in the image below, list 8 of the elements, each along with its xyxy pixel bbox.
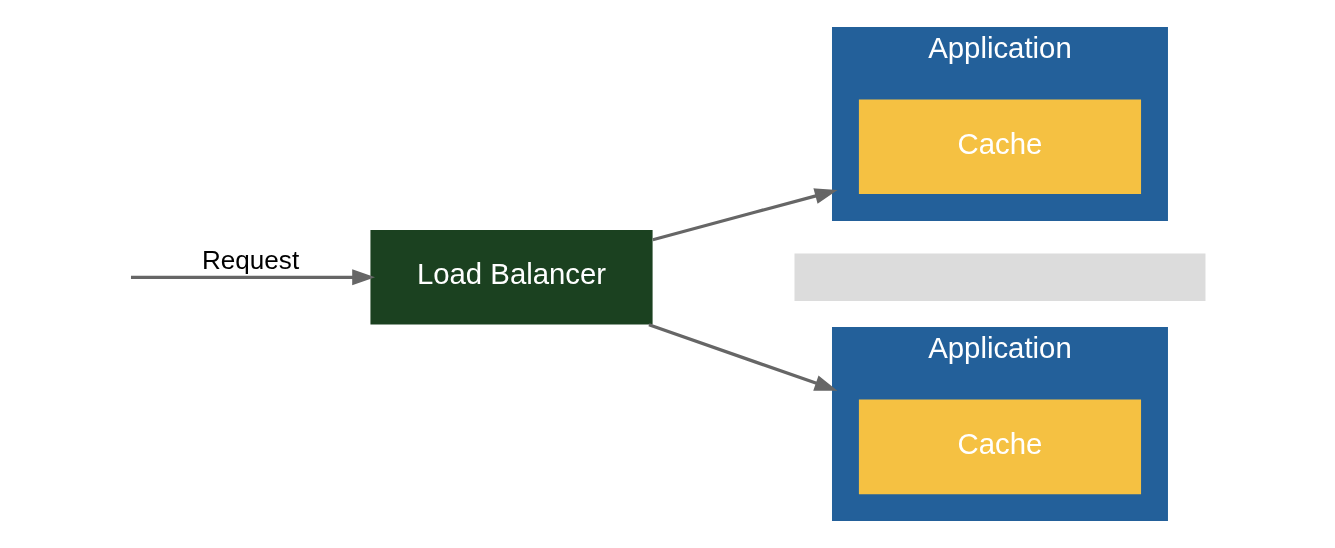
node-box: Cache — [858, 399, 1142, 495]
arrow — [648, 323, 838, 391]
arrow — [652, 188, 838, 242]
node-box: Cache — [858, 99, 1142, 195]
node-box — [794, 253, 1206, 301]
edge-label: Request — [202, 244, 300, 275]
node-box: Load Balancer — [370, 229, 653, 325]
arrow — [131, 269, 376, 286]
